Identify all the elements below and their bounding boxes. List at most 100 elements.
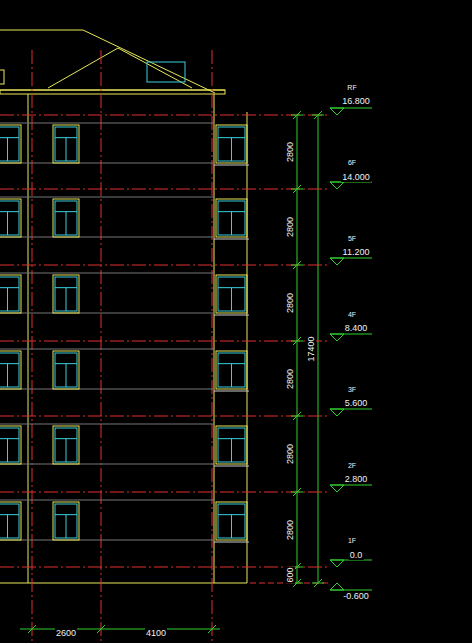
window-mullion — [231, 439, 232, 462]
window-transom — [0, 363, 19, 364]
window-frame — [216, 502, 247, 540]
window-frame — [0, 351, 21, 389]
level-label: 2F — [347, 462, 357, 470]
dimension-tick — [291, 492, 303, 493]
window-mullion — [7, 212, 8, 235]
window-mullion — [231, 515, 232, 538]
window-sash — [218, 127, 245, 161]
window-transom — [0, 287, 19, 288]
window-frame — [0, 275, 21, 313]
window-head-line — [0, 349, 214, 350]
window-mullion — [7, 364, 8, 387]
dimension-text: 2800 — [285, 367, 295, 389]
window-sill — [214, 315, 249, 316]
ground-line — [0, 583, 247, 584]
window-frame — [216, 199, 247, 237]
window-sash — [0, 127, 19, 161]
window-frame — [0, 199, 21, 237]
window-sill — [214, 165, 249, 166]
level-mark — [330, 182, 344, 189]
window-head-line — [0, 500, 214, 501]
window-mullion — [7, 288, 8, 311]
dimension-text: 600 — [285, 566, 295, 583]
level-mark — [330, 409, 344, 416]
window-sill — [214, 391, 249, 392]
window-frame — [216, 351, 247, 389]
level-label: 16.800 — [341, 96, 371, 106]
dimension-tick — [312, 583, 324, 584]
level-label: -0.600 — [342, 591, 370, 601]
window-frame — [216, 125, 247, 163]
level-label: 1F — [347, 537, 357, 545]
window-sill-line — [0, 163, 214, 164]
window-sill — [214, 542, 249, 543]
window-frame — [0, 426, 21, 464]
window-mullion — [66, 439, 67, 462]
level-label: 3F — [347, 386, 357, 394]
level-label: 4F — [347, 311, 357, 319]
window-sash — [55, 428, 77, 462]
window-head-line — [0, 424, 214, 425]
dimension-line — [318, 115, 319, 583]
window-sash — [0, 428, 19, 462]
level-label: 6F — [347, 159, 357, 167]
window-sash — [55, 201, 77, 235]
dimension-text: 2800 — [285, 518, 295, 540]
level-label: 11.200 — [342, 247, 371, 257]
window-mullion — [231, 288, 232, 311]
window-mullion — [66, 288, 67, 311]
dimension-text: 4100 — [145, 628, 167, 638]
window-frame — [53, 502, 79, 540]
dimension-text: 17400 — [306, 335, 316, 362]
window-mullion — [66, 364, 67, 387]
floor-line — [0, 341, 330, 342]
window-frame — [53, 351, 79, 389]
window-sill-line — [0, 464, 214, 465]
dimension-line — [297, 115, 298, 583]
window-sash — [0, 353, 19, 387]
roof-gable — [48, 48, 192, 88]
roof-vent — [147, 62, 185, 82]
level-label: RF — [346, 84, 357, 92]
dimension-text: 2600 — [55, 628, 77, 638]
wall-edge — [28, 94, 29, 583]
window-sill-line — [0, 389, 214, 390]
window-sill-line — [0, 237, 214, 238]
dimension-tick — [28, 625, 36, 633]
window-sill — [214, 466, 249, 467]
window-sash — [0, 504, 19, 538]
window-mullion — [231, 364, 232, 387]
dimension-text: 2800 — [285, 292, 295, 314]
level-mark — [330, 583, 344, 590]
window-sash — [55, 277, 77, 311]
dimension-tick — [291, 115, 303, 116]
window-transom — [0, 514, 19, 515]
window-mullion — [7, 138, 8, 161]
level-label: 8.400 — [344, 323, 369, 333]
window-sash — [218, 428, 245, 462]
floor-line — [0, 115, 330, 116]
window-sill — [214, 239, 249, 240]
level-label: 0.0 — [349, 550, 364, 560]
window-sash — [0, 201, 19, 235]
window-frame — [53, 125, 79, 163]
window-sash — [218, 201, 245, 235]
dimension-line — [20, 629, 220, 630]
floor-line — [0, 492, 330, 493]
window-mullion — [7, 515, 8, 538]
window-frame — [53, 275, 79, 313]
level-label: 5.600 — [344, 398, 369, 408]
window-mullion — [66, 138, 67, 161]
window-transom — [0, 211, 19, 212]
window-sash — [218, 504, 245, 538]
window-sill-line — [0, 313, 214, 314]
dimension-tick — [291, 189, 303, 190]
window-head-line — [0, 123, 214, 124]
roof-window — [0, 70, 4, 84]
window-mullion — [231, 138, 232, 161]
window-mullion — [231, 212, 232, 235]
window-sash — [55, 353, 77, 387]
dimension-tick — [312, 115, 324, 116]
window-sash — [55, 504, 77, 538]
